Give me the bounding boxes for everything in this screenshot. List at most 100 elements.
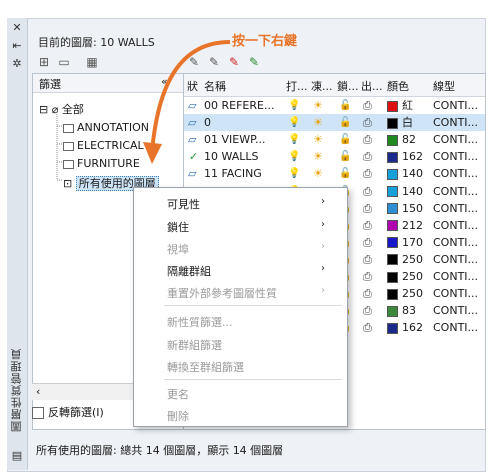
collapse-filter-icon[interactable]: « xyxy=(161,75,168,88)
unlock-icon[interactable]: 🔓 xyxy=(339,151,352,163)
new-layer-vp-frozen-icon[interactable]: ✎ xyxy=(208,55,220,69)
properties-icon[interactable]: ✲ xyxy=(12,57,22,70)
on-bulb-icon[interactable]: 💡 xyxy=(288,151,301,163)
unlock-icon[interactable]: 🔓 xyxy=(339,100,352,111)
delete-layer-icon[interactable]: ✎ xyxy=(228,55,240,69)
filter-item-furniture[interactable]: FURNITURE xyxy=(63,157,140,170)
menu-item[interactable]: 鎖住› xyxy=(167,219,337,235)
linetype[interactable]: CONTI... xyxy=(433,150,479,164)
unlock-icon[interactable]: 🔓 xyxy=(339,168,352,180)
linetype[interactable]: CONTI... xyxy=(433,235,479,249)
color-cell[interactable]: 212 xyxy=(387,218,423,233)
color-cell[interactable]: 162 xyxy=(387,149,423,164)
plot-printer-icon[interactable]: ⎙ xyxy=(363,184,372,198)
plot-printer-icon[interactable]: ⎙ xyxy=(363,116,372,130)
color-cell[interactable]: 250 xyxy=(387,252,423,267)
plot-printer-icon[interactable]: ⎙ xyxy=(363,321,372,335)
plot-printer-icon[interactable]: ⎙ xyxy=(363,252,372,266)
unlock-icon[interactable]: 🔓 xyxy=(339,134,352,146)
on-bulb-icon[interactable]: 💡 xyxy=(288,100,301,111)
thaw-sun-icon[interactable]: ☀ xyxy=(313,133,323,147)
on-bulb-icon[interactable]: 💡 xyxy=(288,117,301,129)
plot-printer-icon[interactable]: ⎙ xyxy=(363,235,372,249)
unlock-icon[interactable]: 🔓 xyxy=(339,117,352,129)
new-group-filter-icon[interactable]: ▭ xyxy=(58,55,70,69)
color-cell[interactable]: 140 xyxy=(387,166,423,181)
layer-name[interactable]: 00 REFERE... xyxy=(204,99,275,112)
color-cell[interactable]: 250 xyxy=(387,286,423,301)
menu-item[interactable]: 隔離群組› xyxy=(167,263,337,279)
col-freeze[interactable]: 凍... xyxy=(311,80,333,93)
on-bulb-icon[interactable]: 💡 xyxy=(288,168,301,180)
set-current-icon[interactable]: ✎ xyxy=(248,55,260,69)
col-lock[interactable]: 鎖... xyxy=(337,80,359,93)
col-status[interactable]: 狀 xyxy=(187,80,198,93)
linetype[interactable]: CONTI... xyxy=(433,218,479,232)
on-bulb-icon[interactable]: 💡 xyxy=(288,134,301,146)
scroll-left-icon[interactable]: ‹ xyxy=(36,385,41,398)
col-plot[interactable]: 出... xyxy=(361,80,383,93)
color-cell[interactable]: 83 xyxy=(387,303,416,318)
menu-item[interactable]: 轉換至群組篩選 xyxy=(167,359,337,375)
plot-printer-icon[interactable]: ⎙ xyxy=(363,304,372,318)
palette-title-bar[interactable]: ✕ ⇤ ✲ 圖層性質管理員 ▤ xyxy=(7,18,28,470)
menu-item[interactable]: 更名 xyxy=(167,386,337,402)
color-cell[interactable]: 紅 xyxy=(387,98,413,113)
menu-item[interactable]: 新群組篩選 xyxy=(167,337,337,353)
layer-states-manager-icon[interactable]: ▦ xyxy=(86,55,98,69)
filter-item-all[interactable]: ⊟ ⌀ 全部 xyxy=(39,101,84,117)
close-icon[interactable]: ✕ xyxy=(12,21,22,34)
linetype[interactable]: CONTI... xyxy=(433,99,479,112)
plot-printer-icon[interactable]: ⎙ xyxy=(363,167,372,181)
layer-name[interactable]: 01 VIEWP... xyxy=(204,133,266,147)
linetype[interactable]: CONTI... xyxy=(433,167,479,181)
linetype[interactable]: CONTI... xyxy=(433,184,479,198)
thaw-sun-icon[interactable]: ☀ xyxy=(313,99,323,112)
plot-printer-icon[interactable]: ⎙ xyxy=(363,287,372,301)
thaw-sun-icon[interactable]: ☀ xyxy=(313,167,323,181)
linetype[interactable]: CONTI... xyxy=(433,133,479,147)
linetype[interactable]: CONTI... xyxy=(433,287,479,301)
layer-name[interactable]: 10 WALLS xyxy=(204,150,259,164)
autohide-icon[interactable]: ⇤ xyxy=(12,39,22,52)
thaw-sun-icon[interactable]: ☀ xyxy=(313,116,323,130)
plot-printer-icon[interactable]: ⎙ xyxy=(363,133,372,147)
plot-printer-icon[interactable]: ⎙ xyxy=(363,99,372,112)
plot-printer-icon[interactable]: ⎙ xyxy=(363,201,372,215)
plot-printer-icon[interactable]: ⎙ xyxy=(363,150,372,164)
linetype[interactable]: CONTI... xyxy=(433,270,479,283)
tree-expand-icon[interactable]: ⊟ xyxy=(39,103,49,116)
col-linetype[interactable]: 線型 xyxy=(433,80,455,93)
layer-name[interactable]: 11 FACING xyxy=(204,167,262,181)
color-cell[interactable]: 170 xyxy=(387,235,423,250)
col-name[interactable]: 名稱 xyxy=(204,80,226,93)
color-cell[interactable]: 150 xyxy=(387,201,423,216)
col-color[interactable]: 顏色 xyxy=(387,80,409,93)
color-cell[interactable]: 82 xyxy=(387,132,416,147)
color-cell[interactable]: 140 xyxy=(387,184,423,199)
filter-item-electrical[interactable]: ELECTRICAL xyxy=(63,139,144,152)
plot-printer-icon[interactable]: ⎙ xyxy=(363,218,372,232)
color-cell[interactable]: 白 xyxy=(387,115,413,130)
col-on[interactable]: 打... xyxy=(286,80,308,93)
invert-filter-checkbox[interactable]: 反轉篩選(I) xyxy=(32,404,104,420)
linetype[interactable]: CONTI... xyxy=(433,252,479,266)
filter-item-annotation[interactable]: ANNOTATION xyxy=(63,121,149,134)
linetype[interactable]: CONTI... xyxy=(433,304,479,318)
new-property-filter-icon[interactable]: ⊞ xyxy=(38,55,50,69)
new-layer-icon[interactable]: ✎ xyxy=(188,55,200,69)
menu-item[interactable]: 刪除 xyxy=(167,408,337,424)
linetype[interactable]: CONTI... xyxy=(433,321,479,335)
menu-item[interactable]: 新性質篩選... xyxy=(167,314,337,330)
color-cell[interactable]: 250 xyxy=(387,269,423,284)
menu-item[interactable]: 視埠› xyxy=(167,241,337,257)
menu-item[interactable]: 可見性› xyxy=(167,196,337,212)
linetype[interactable]: CONTI... xyxy=(433,201,479,215)
linetype[interactable]: CONTI... xyxy=(433,116,479,130)
layer-name[interactable]: 0 xyxy=(204,116,211,130)
color-cell[interactable]: 162 xyxy=(387,320,423,335)
